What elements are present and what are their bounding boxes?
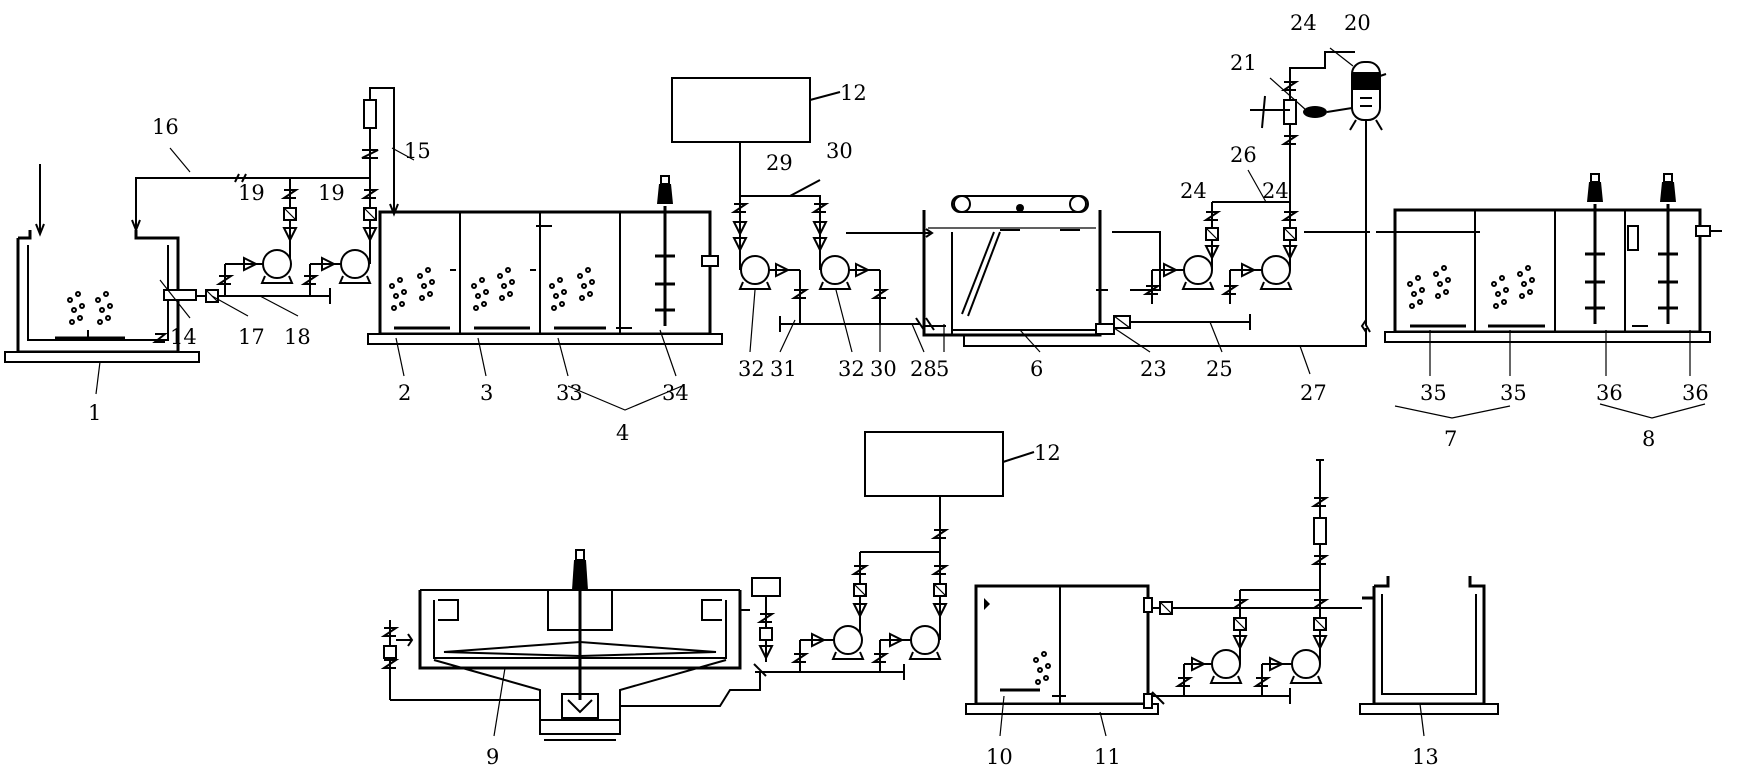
label-3: 3 bbox=[480, 381, 493, 405]
label-13: 13 bbox=[1412, 745, 1439, 769]
label-35a: 35 bbox=[1420, 381, 1447, 405]
label-4: 4 bbox=[616, 421, 629, 445]
label-23: 23 bbox=[1140, 357, 1167, 381]
callout-labels: 1 14 16 17 18 19 19 15 2 3 33 34 4 12 29… bbox=[88, 11, 1709, 769]
tank-10-11 bbox=[965, 584, 1159, 715]
tank-5-6 bbox=[922, 195, 1250, 347]
label-25: 25 bbox=[1206, 357, 1233, 381]
pump-group-bottom-left bbox=[751, 551, 950, 680]
pipe-26 bbox=[1250, 51, 1355, 202]
label-32a: 32 bbox=[738, 357, 765, 381]
label-17: 17 bbox=[238, 325, 265, 349]
label-14: 14 bbox=[170, 325, 197, 349]
label-31: 31 bbox=[770, 357, 797, 381]
label-18: 18 bbox=[284, 325, 311, 349]
label-30b: 30 bbox=[870, 357, 897, 381]
label-2: 2 bbox=[398, 381, 411, 405]
label-5: 5 bbox=[936, 357, 949, 381]
label-35b: 35 bbox=[1500, 381, 1527, 405]
label-33: 33 bbox=[556, 381, 583, 405]
vessel-20 bbox=[1349, 61, 1387, 333]
label-16: 16 bbox=[152, 115, 179, 139]
pipe-17-18 bbox=[163, 288, 331, 304]
pipe-15 bbox=[361, 87, 399, 217]
label-29: 29 bbox=[766, 151, 793, 175]
pump-group-24 bbox=[1112, 201, 1300, 330]
box-12-bottom bbox=[864, 431, 1035, 570]
label-7: 7 bbox=[1444, 427, 1457, 451]
label-11: 11 bbox=[1094, 745, 1121, 769]
tank-13 bbox=[1359, 576, 1499, 715]
label-34: 34 bbox=[662, 381, 689, 405]
label-32b: 32 bbox=[838, 357, 865, 381]
pipe-16 bbox=[131, 173, 370, 233]
label-26: 26 bbox=[1230, 143, 1257, 167]
pump-group-bottom-right bbox=[1151, 459, 1362, 705]
label-8: 8 bbox=[1642, 427, 1655, 451]
pipe-27 bbox=[1250, 328, 1367, 347]
tank-group-7-8 bbox=[1376, 172, 1722, 343]
pump-group-19 bbox=[215, 178, 380, 296]
tank-group-4 bbox=[367, 174, 723, 345]
label-1: 1 bbox=[88, 401, 101, 425]
label-27: 27 bbox=[1300, 381, 1327, 405]
clarifier-9 bbox=[380, 549, 761, 741]
label-12b: 12 bbox=[1034, 441, 1061, 465]
label-30a: 30 bbox=[826, 139, 853, 163]
label-9: 9 bbox=[486, 745, 499, 769]
leader-lines bbox=[95, 47, 1706, 737]
label-19b: 19 bbox=[318, 181, 345, 205]
label-28: 28 bbox=[910, 357, 937, 381]
label-24a: 24 bbox=[1180, 179, 1207, 203]
pump-group-32 bbox=[730, 196, 935, 332]
label-10: 10 bbox=[986, 745, 1013, 769]
label-6: 6 bbox=[1030, 357, 1043, 381]
box-12-top bbox=[671, 77, 841, 208]
label-36a: 36 bbox=[1596, 381, 1623, 405]
label-24c: 24 bbox=[1290, 11, 1317, 35]
label-20: 20 bbox=[1344, 11, 1371, 35]
label-19a: 19 bbox=[238, 181, 265, 205]
label-12a: 12 bbox=[840, 81, 867, 105]
label-21: 21 bbox=[1230, 51, 1257, 75]
label-36b: 36 bbox=[1682, 381, 1709, 405]
label-15: 15 bbox=[404, 139, 431, 163]
label-24b: 24 bbox=[1262, 179, 1289, 203]
